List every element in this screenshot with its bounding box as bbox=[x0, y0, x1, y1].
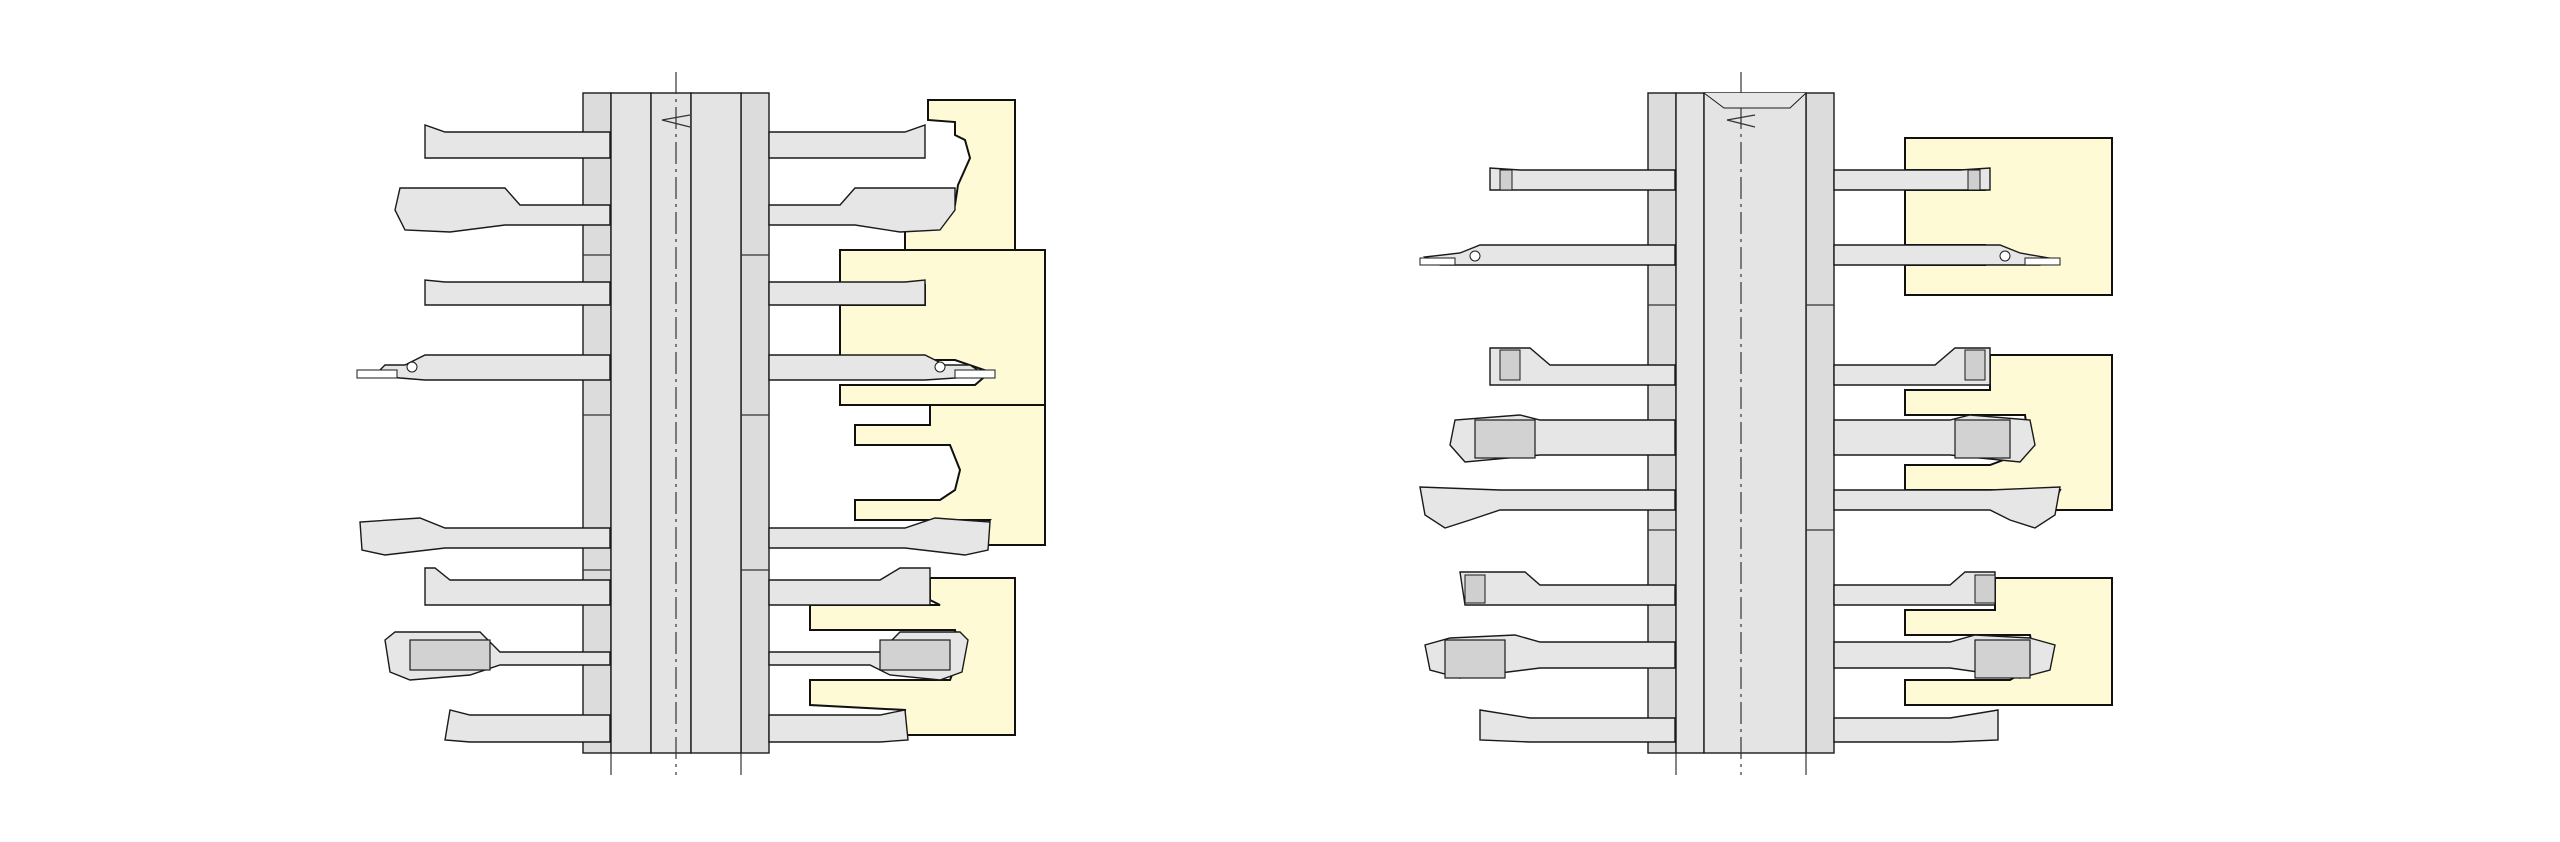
right-cutter-5-left bbox=[1419, 486, 1676, 529]
left-cutter-7-right-knife bbox=[879, 639, 951, 671]
left-rotation-arrow bbox=[661, 114, 691, 128]
left-cutter-5-right bbox=[768, 517, 991, 556]
right-cutter-5-right bbox=[1833, 486, 2061, 529]
left-cutter-7-knife bbox=[409, 639, 491, 671]
left-cutter-4-right-teeth bbox=[954, 369, 996, 379]
left-cutters-right-side bbox=[768, 124, 996, 743]
left-spindle-shaft-right bbox=[690, 92, 742, 754]
left-cutter-3-right bbox=[768, 279, 926, 306]
left-sleeve-right bbox=[740, 92, 770, 754]
right-workpieces bbox=[1904, 137, 2113, 706]
right-cutter-3-left bbox=[1489, 347, 1676, 386]
right-cutter-2-left bbox=[1422, 244, 1676, 266]
right-cutter-8-left bbox=[1479, 709, 1676, 743]
right-cutters-right-side bbox=[1833, 167, 2061, 743]
left-cutter-2-left bbox=[394, 187, 611, 233]
left-cutter-4-bolt bbox=[406, 361, 418, 373]
left-cutter-4-right-bolt bbox=[934, 361, 946, 373]
right-spindle bbox=[1647, 72, 1835, 775]
left-cutter-1-left bbox=[424, 124, 611, 159]
right-cutter-1-left bbox=[1489, 167, 1676, 191]
right-cutters-left-side bbox=[1419, 167, 1676, 743]
left-workpiece-1 bbox=[904, 99, 1016, 251]
left-assembly bbox=[356, 72, 1046, 775]
right-assembly bbox=[1419, 72, 2113, 775]
right-spindle-shaft-left bbox=[1675, 92, 1705, 754]
left-workpiece-2 bbox=[839, 249, 1046, 406]
left-spindle-shaft-left bbox=[610, 92, 652, 754]
left-cutter-8-right bbox=[768, 709, 909, 743]
right-cutter-3-right bbox=[1833, 347, 1991, 386]
left-cutter-4-teeth bbox=[356, 369, 398, 379]
left-sleeve-left bbox=[582, 92, 612, 754]
right-spindle-shaft bbox=[1703, 92, 1807, 754]
left-cutter-2-right bbox=[768, 187, 956, 233]
right-shaft-collar bbox=[1703, 92, 1807, 109]
left-cutter-6-right bbox=[768, 567, 931, 606]
left-workpieces bbox=[809, 99, 1046, 736]
left-cutter-5-left bbox=[359, 517, 611, 556]
left-cutter-3-left bbox=[424, 279, 611, 306]
left-spindle-shaft-center bbox=[650, 92, 692, 754]
left-cutters-left-side bbox=[356, 124, 611, 743]
right-cutter-6-right bbox=[1833, 571, 1996, 606]
right-cutter-8-right bbox=[1833, 709, 1999, 743]
left-cutter-6-left bbox=[424, 567, 611, 606]
right-cutter-1-right bbox=[1833, 167, 1991, 191]
left-spindle bbox=[582, 72, 770, 775]
left-cutter-8-left bbox=[444, 709, 611, 743]
right-sleeve-right bbox=[1805, 92, 1835, 754]
right-cutter-6-left bbox=[1459, 571, 1676, 606]
right-workpiece-1 bbox=[1904, 137, 2113, 296]
right-rotation-arrow bbox=[1726, 114, 1756, 128]
left-cutter-1-right bbox=[768, 124, 926, 159]
